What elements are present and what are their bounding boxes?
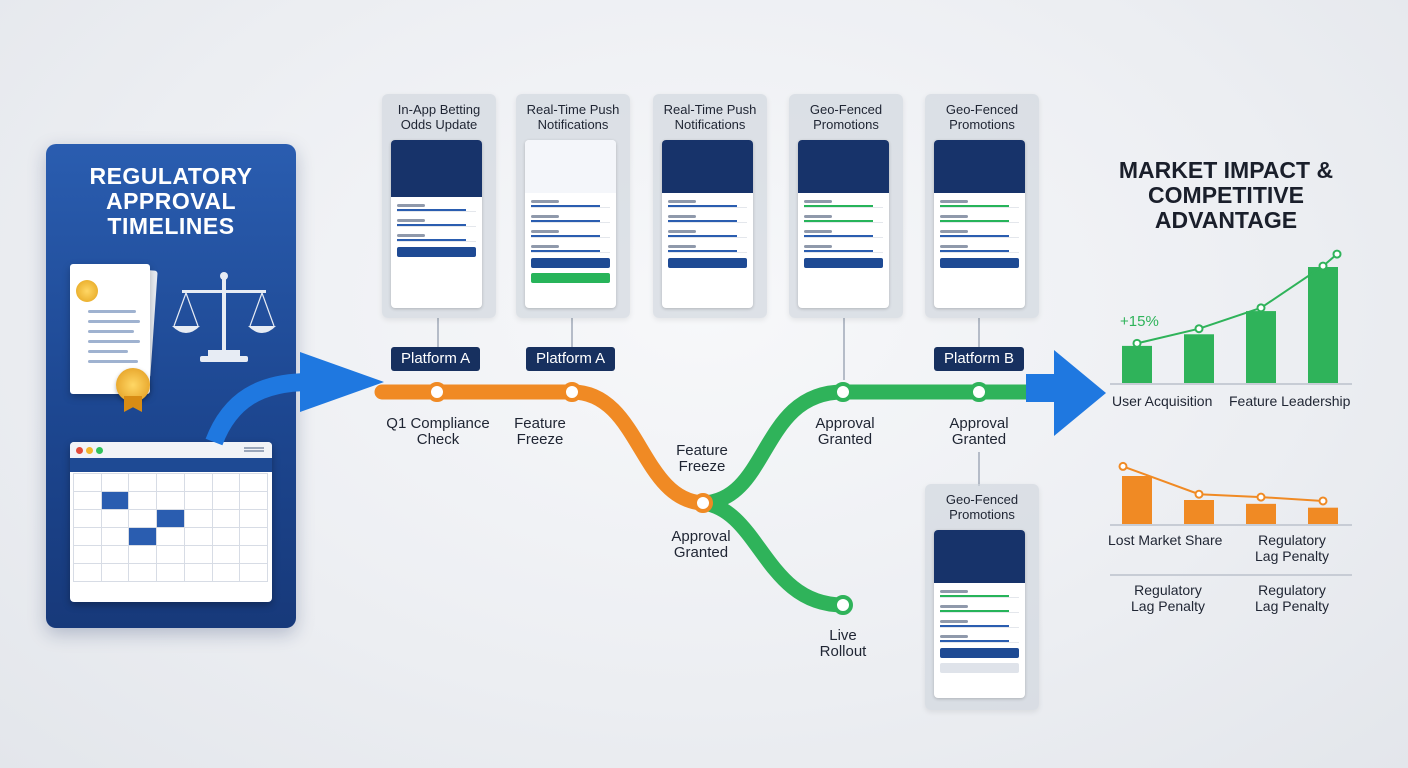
label-feature-leadership: Feature Leadership bbox=[1229, 393, 1351, 409]
green-track-main bbox=[702, 384, 1030, 511]
panel-title: REGULATORY APPROVAL TIMELINES bbox=[89, 163, 253, 239]
phone-screenshot bbox=[391, 140, 482, 308]
connector-stem bbox=[571, 318, 573, 348]
yellow-dot-icon bbox=[86, 447, 93, 454]
screen-card-title: Geo-Fenced Promotions bbox=[945, 492, 1019, 522]
footer-label-2: Regulatory Lag Penalty bbox=[1255, 582, 1329, 614]
platform-tag: Platform B bbox=[934, 347, 1025, 371]
seal-icon bbox=[76, 280, 98, 302]
screen-card-title: Real-Time Push Notifications bbox=[526, 102, 620, 132]
calendar-grid bbox=[70, 472, 272, 584]
phone-screenshot bbox=[662, 140, 753, 308]
blue-arrow-head-right bbox=[1054, 350, 1106, 436]
node-feature-freeze-2 bbox=[693, 493, 713, 513]
screen-card: Geo-Fenced Promotions bbox=[925, 94, 1039, 318]
screen-card: Real-Time Push Notifications bbox=[516, 94, 630, 318]
loss-trend-line bbox=[1122, 465, 1324, 502]
calendar-cell bbox=[239, 563, 268, 582]
loss-bar bbox=[1122, 476, 1152, 524]
blue-curve-arrow-body bbox=[205, 373, 311, 446]
milestone-label-freeze-2: Feature Freeze bbox=[676, 442, 728, 475]
growth-point bbox=[1332, 249, 1342, 259]
market-charts: +15% bbox=[1110, 249, 1352, 576]
node-live-rollout bbox=[833, 595, 853, 615]
growth-point bbox=[1256, 303, 1266, 313]
phone-screenshot bbox=[525, 140, 616, 308]
growth-trend-line bbox=[1136, 253, 1338, 345]
screen-card: Geo-Fenced Promotions bbox=[925, 484, 1039, 710]
node-approval-2 bbox=[969, 382, 989, 402]
connector-stem bbox=[978, 318, 980, 348]
screen-card-title: Geo-Fenced Promotions bbox=[945, 102, 1019, 132]
growth-point bbox=[1194, 324, 1204, 334]
milestone-label-q1: Q1 Compliance Check bbox=[386, 415, 490, 448]
loss-bar bbox=[1184, 500, 1214, 524]
loss-bar bbox=[1246, 503, 1276, 524]
node-feature-freeze-1 bbox=[562, 382, 582, 402]
node-q1-compliance bbox=[427, 382, 447, 402]
growth-bar bbox=[1308, 267, 1338, 383]
green-track-branch bbox=[695, 495, 851, 613]
top-baseline bbox=[1110, 383, 1352, 385]
screen-card: Geo-Fenced Promotions bbox=[789, 94, 903, 318]
loss-bar bbox=[1308, 507, 1338, 524]
red-dot-icon bbox=[76, 447, 83, 454]
bottom-chart bbox=[1118, 461, 1338, 524]
phone-screenshot bbox=[798, 140, 889, 308]
green-dot-icon bbox=[96, 447, 103, 454]
ribbon-icon bbox=[124, 396, 142, 412]
phone-screenshot bbox=[934, 530, 1025, 698]
milestone-label-freeze-1: Feature Freeze bbox=[514, 415, 566, 448]
calendar-icon bbox=[70, 442, 272, 602]
growth-bar bbox=[1122, 345, 1152, 383]
screen-card: In-App Betting Odds Update bbox=[382, 94, 496, 318]
orange-track bbox=[374, 384, 711, 511]
loss-point bbox=[1318, 496, 1328, 506]
connector-stem bbox=[437, 318, 439, 348]
gain-label: +15% bbox=[1120, 313, 1159, 330]
screen-card-title: Geo-Fenced Promotions bbox=[809, 102, 883, 132]
milestone-nodes bbox=[427, 382, 989, 615]
milestone-label-approval-3: Approval Granted bbox=[949, 415, 1009, 448]
scales-of-justice-icon bbox=[172, 272, 276, 362]
platform-tag: Platform A bbox=[526, 347, 616, 371]
connector-stem bbox=[843, 318, 845, 380]
label-user-acquisition: User Acquisition bbox=[1112, 393, 1213, 409]
calendar-titlebar bbox=[70, 442, 272, 458]
growth-bar bbox=[1184, 334, 1214, 383]
bottom-baseline bbox=[1110, 524, 1352, 526]
node-approval-1 bbox=[833, 382, 853, 402]
calendar-header bbox=[70, 458, 272, 472]
footer-label-1: Regulatory Lag Penalty bbox=[1131, 582, 1205, 614]
screen-card: Real-Time Push Notifications bbox=[653, 94, 767, 318]
milestone-label-approval-1: Approval Granted bbox=[671, 528, 731, 561]
platform-tag: Platform A bbox=[391, 347, 481, 371]
label-lost-market-share: Lost Market Share bbox=[1108, 532, 1223, 548]
connector-stem bbox=[978, 452, 980, 486]
loss-point bbox=[1256, 492, 1266, 502]
milestone-label-approval-2: Approval Granted bbox=[815, 415, 875, 448]
phone-screenshot bbox=[934, 140, 1025, 308]
screen-card-title: In-App Betting Odds Update bbox=[397, 102, 481, 132]
footer-divider bbox=[1110, 574, 1352, 576]
loss-point bbox=[1118, 461, 1128, 471]
milestone-label-live-rollout: Live Rollout bbox=[819, 627, 867, 660]
growth-point bbox=[1318, 261, 1328, 271]
loss-point bbox=[1194, 489, 1204, 499]
blue-arrow-head-left bbox=[300, 352, 384, 412]
growth-bar bbox=[1246, 311, 1276, 383]
screen-card-title: Real-Time Push Notifications bbox=[663, 102, 757, 132]
top-chart bbox=[1122, 249, 1342, 383]
growth-point bbox=[1132, 338, 1142, 348]
label-regulatory-lag: Regulatory Lag Penalty bbox=[1255, 532, 1329, 564]
market-title: MARKET IMPACT & COMPETITIVE ADVANTAGE bbox=[1118, 157, 1334, 233]
